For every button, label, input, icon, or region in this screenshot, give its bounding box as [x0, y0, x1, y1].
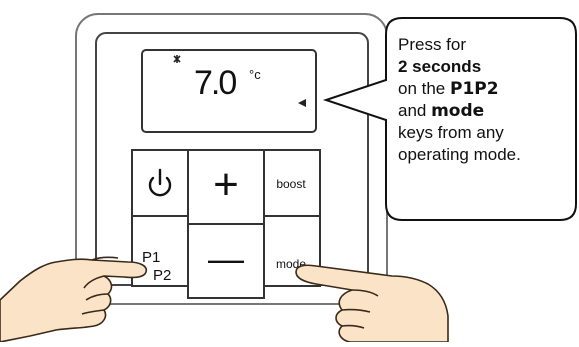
- callout-key-p1p2: P1P2: [450, 79, 499, 99]
- temperature-unit: °c: [249, 67, 261, 82]
- boost-label: boost: [276, 177, 306, 191]
- callout-line-4-prefix: and: [398, 101, 431, 120]
- plus-symbol: +: [213, 160, 239, 209]
- minus-symbol: —: [208, 238, 244, 279]
- callout-line-3-prefix: on the: [398, 79, 450, 98]
- callout-line-2: 2 seconds: [398, 56, 578, 78]
- callout-key-mode: mode: [431, 101, 484, 121]
- p1p2-label-bottom: P2: [153, 267, 171, 284]
- callout-line-1: Press for: [398, 34, 578, 56]
- p1p2-label-top: P1: [142, 249, 160, 266]
- callout-line-5: keys from any: [398, 122, 578, 144]
- temperature-readout: 7.0: [194, 64, 236, 102]
- callout-instructions: Press for 2 seconds on the P1P2 and mode…: [398, 34, 578, 166]
- callout-line-4: and mode: [398, 100, 578, 122]
- callout-line-6: operating mode.: [398, 144, 578, 166]
- callout-line-3: on the P1P2: [398, 78, 578, 100]
